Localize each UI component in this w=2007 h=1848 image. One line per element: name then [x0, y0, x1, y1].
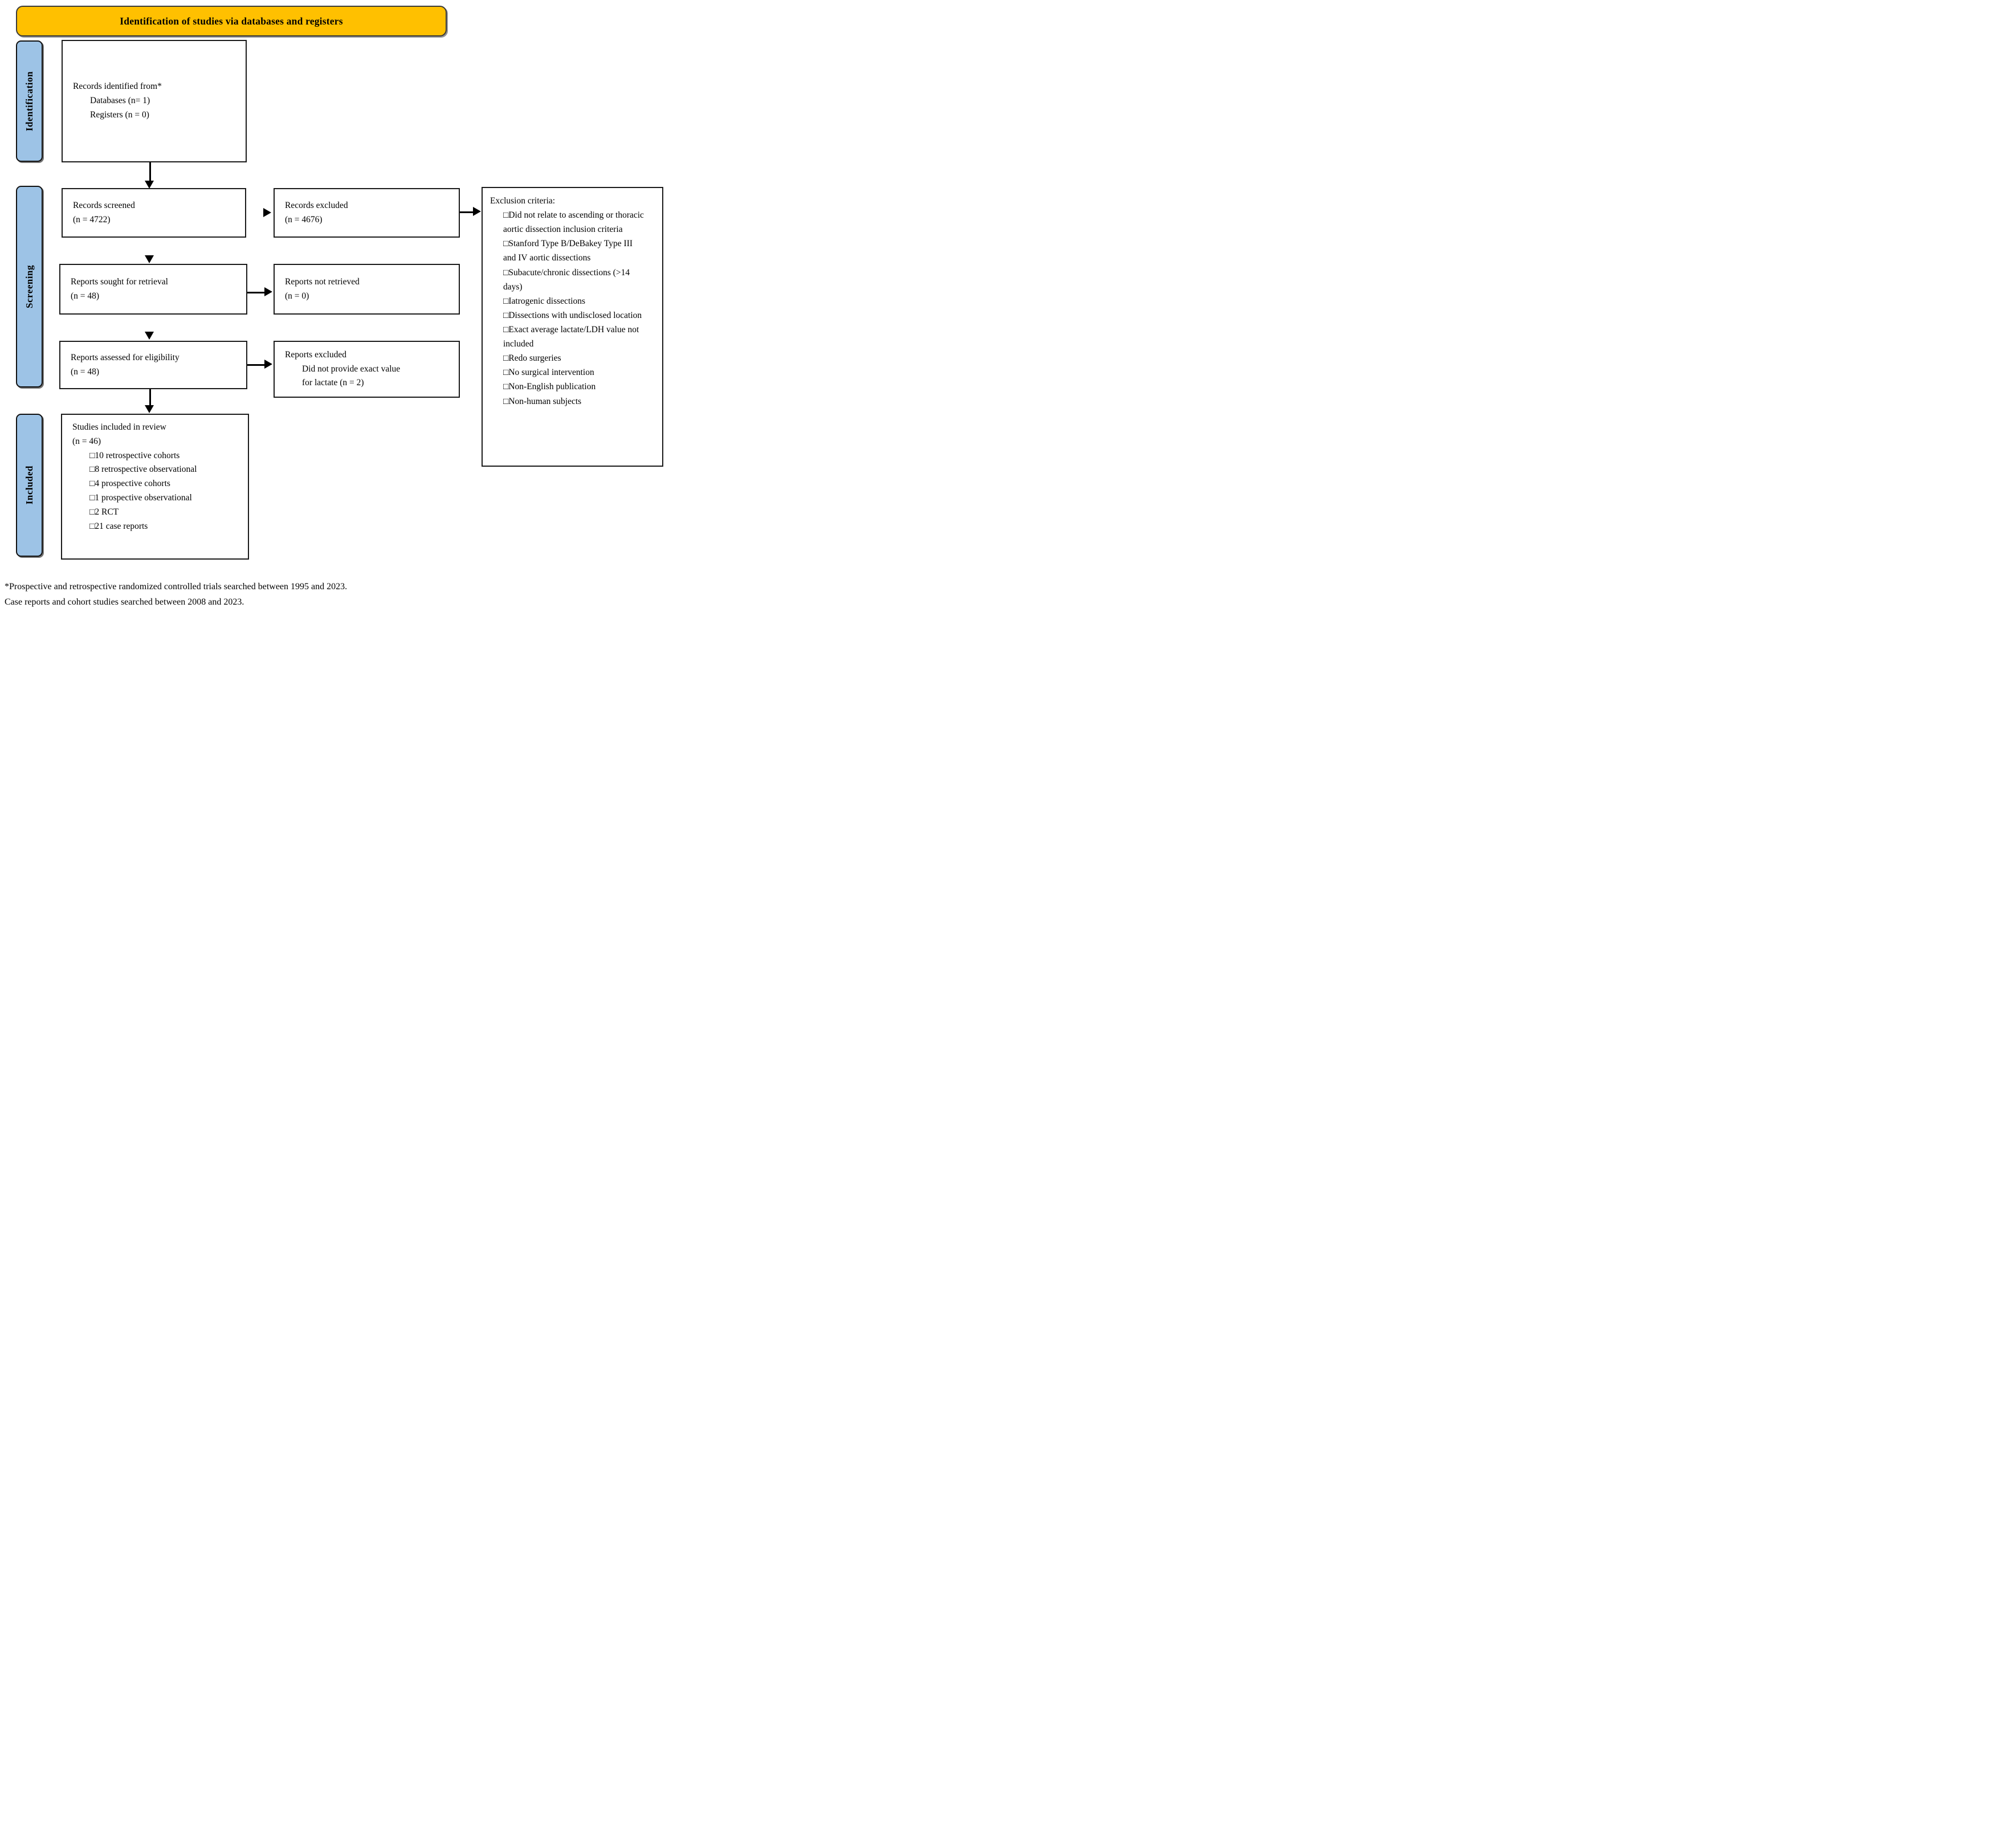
exclusion-criteria-item: □Iatrogenic dissections [503, 296, 586, 306]
reports-excluded-reason: Did not provide exact value [302, 364, 401, 374]
arrow-right-icon [264, 360, 272, 369]
exclusion-criteria-item: □Did not relate to ascending or thoracic… [503, 210, 644, 235]
reports-not-retrieved-count: (n = 0) [285, 291, 309, 301]
records-excluded-title: Records excluded [285, 200, 348, 210]
studies-included-item: □2 RCT [89, 507, 119, 517]
diagram-title-banner: Identification of studies via databases … [16, 6, 447, 36]
arrow-right-icon [473, 207, 481, 216]
records-identified-title: Records identified from* [73, 81, 162, 92]
records-screened-count: (n = 4722) [73, 214, 111, 225]
reports-sought-title: Reports sought for retrieval [71, 276, 168, 287]
reports-assessed-count: (n = 48) [71, 366, 100, 377]
exclusion-criteria-item: □Dissections with undisclosed location [503, 310, 642, 320]
footnote-line-1: *Prospective and retrospective randomize… [5, 582, 348, 591]
stage-screening: Screening [16, 186, 43, 387]
reports-not-retrieved-title: Reports not retrieved [285, 276, 360, 287]
studies-included-item: □21 case reports [89, 521, 148, 531]
reports-assessed-title: Reports assessed for eligibility [71, 352, 180, 362]
diagram-title: Identification of studies via databases … [120, 15, 343, 27]
stage-identification-label: Identification [23, 71, 35, 132]
exclusion-criteria-item: □Redo surgeries [503, 353, 561, 364]
arrow-assessed-to-excluded-line [247, 364, 265, 366]
records-excluded-box: Records excluded (n = 4676) [274, 188, 460, 238]
arrow-excluded-to-criteria-line [460, 211, 474, 213]
studies-included-count: (n = 46) [72, 436, 101, 446]
exclusion-criteria-item: □No surgical intervention [503, 368, 594, 378]
studies-included-item: □4 prospective cohorts [89, 479, 170, 489]
arrow-assessed-to-included-line [149, 389, 151, 406]
reports-sought-box: Reports sought for retrieval (n = 48) [59, 264, 247, 315]
records-identified-registers: Registers (n = 0) [90, 109, 149, 120]
footnote-line-2: Case reports and cohort studies searched… [5, 597, 244, 607]
studies-included-item: □1 prospective observational [89, 492, 192, 503]
arrow-down-icon [145, 405, 154, 413]
studies-included-title: Studies included in review [72, 422, 166, 432]
exclusion-criteria-item: □Non-English publication [503, 382, 596, 392]
exclusion-criteria-item: □Subacute/chronic dissections (>14 days) [503, 267, 630, 292]
records-identified-databases: Databases (n= 1) [90, 96, 150, 106]
exclusion-criteria-title: Exclusion criteria: [490, 196, 556, 206]
stage-screening-label: Screening [23, 265, 35, 308]
arrow-sought-to-notretrieved-line [247, 292, 265, 293]
studies-included-item: □8 retrospective observational [89, 464, 197, 475]
arrow-right-icon [263, 208, 271, 217]
records-screened-title: Records screened [73, 200, 135, 210]
exclusion-criteria-box: Exclusion criteria: □Did not relate to a… [482, 187, 663, 467]
arrow-identified-to-screened-line [149, 162, 151, 183]
reports-excluded-reason: for lactate (n = 2) [302, 378, 364, 388]
reports-assessed-box: Reports assessed for eligibility (n = 48… [59, 341, 247, 389]
records-identified-box: Records identified from* Databases (n= 1… [62, 40, 247, 162]
exclusion-criteria-item: □Stanford Type B/DeBakey Type III and IV… [503, 239, 633, 263]
reports-sought-count: (n = 48) [71, 291, 100, 301]
exclusion-criteria-item: □Exact average lactate/LDH value not inc… [503, 324, 639, 349]
reports-excluded-title: Reports excluded [285, 349, 347, 360]
stage-included: Included [16, 414, 43, 557]
stage-identification: Identification [16, 40, 43, 162]
prisma-flow-diagram: Identification of studies via databases … [0, 0, 669, 616]
records-screened-box: Records screened (n = 4722) [62, 188, 246, 238]
studies-included-box: Studies included in review (n = 46) □10 … [61, 414, 249, 560]
arrow-down-icon [145, 181, 154, 189]
stage-included-label: Included [23, 466, 35, 505]
arrow-down-icon [145, 255, 154, 263]
reports-excluded-box: Reports excluded Did not provide exact v… [274, 341, 460, 398]
exclusion-criteria-item: □Non-human subjects [503, 396, 582, 406]
arrow-right-icon [264, 287, 272, 296]
records-excluded-count: (n = 4676) [285, 214, 323, 225]
reports-not-retrieved-box: Reports not retrieved (n = 0) [274, 264, 460, 315]
arrow-down-icon [145, 332, 154, 340]
studies-included-item: □10 retrospective cohorts [89, 450, 180, 460]
